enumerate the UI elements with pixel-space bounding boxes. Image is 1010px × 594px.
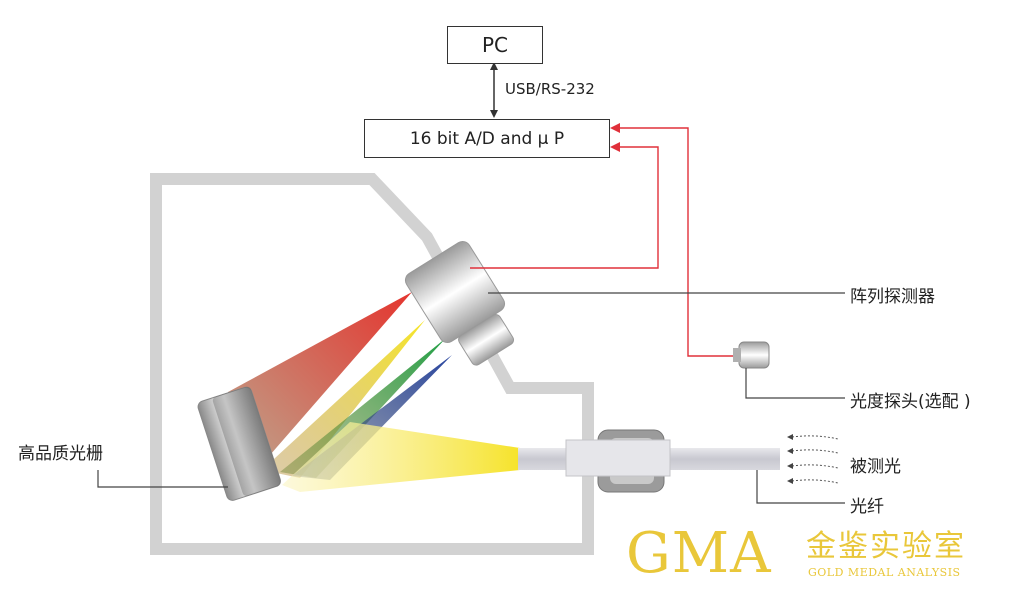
grating-leader xyxy=(97,470,228,488)
spectrum-green xyxy=(280,338,446,478)
spectrum-yellow xyxy=(262,320,425,478)
incoming-light-beam xyxy=(282,422,520,492)
grating xyxy=(197,386,281,501)
probe-leader xyxy=(745,368,845,399)
light-probe xyxy=(738,341,770,369)
light-probe-label: 光度探头(选配 ) xyxy=(850,392,971,412)
adc-box: 16 bit A/D and μ P xyxy=(364,119,610,158)
adc-label: 16 bit A/D and μ P xyxy=(409,128,565,149)
measured-light-arrows xyxy=(791,435,839,484)
interface-label: USB/RS-232 xyxy=(505,80,595,98)
logo-chinese: 金鉴实验室 xyxy=(806,529,966,564)
logo-english: GOLD MEDAL ANALYSIS xyxy=(808,566,961,579)
probe-signal-line xyxy=(616,127,733,357)
logo-mark: GMA xyxy=(626,521,772,586)
pc-label: PC xyxy=(481,33,509,57)
array-detector-label: 阵列探测器 xyxy=(850,287,935,307)
fiber-leader xyxy=(756,470,845,504)
spectrum-red xyxy=(228,292,412,478)
fiber-label: 光纤 xyxy=(850,497,884,517)
spectrometer-housing xyxy=(150,173,594,555)
array-detector xyxy=(404,240,515,366)
measured-light-label: 被测光 xyxy=(850,457,901,477)
detector-signal-line xyxy=(470,146,659,269)
pc-box: PC xyxy=(447,26,543,64)
fiber-sleeve xyxy=(565,439,671,477)
grating-label: 高品质光栅 xyxy=(18,444,103,464)
